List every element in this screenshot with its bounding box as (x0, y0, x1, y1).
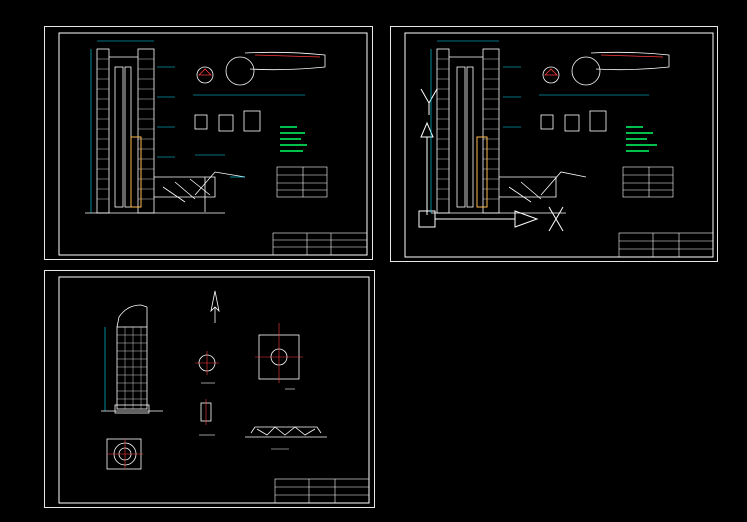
chimney-section (96, 48, 155, 214)
ucs-axis-icon (418, 88, 564, 232)
sheet-3-canvas (58, 276, 370, 504)
drawing-sheet-3[interactable] (44, 270, 375, 508)
title-block (272, 232, 368, 256)
title-block (618, 232, 714, 258)
base-stair (85, 171, 246, 214)
chimney-elevation (101, 304, 163, 414)
chimney-section (436, 48, 500, 214)
drawing-sheet-2[interactable] (390, 26, 718, 262)
foundation-section (245, 426, 327, 438)
title-block (274, 478, 370, 504)
drawing-sheet-1[interactable] (44, 26, 373, 260)
sheet-2-canvas (404, 32, 714, 258)
north-arrow-icon (210, 290, 220, 323)
sheet-1-canvas (58, 32, 368, 256)
